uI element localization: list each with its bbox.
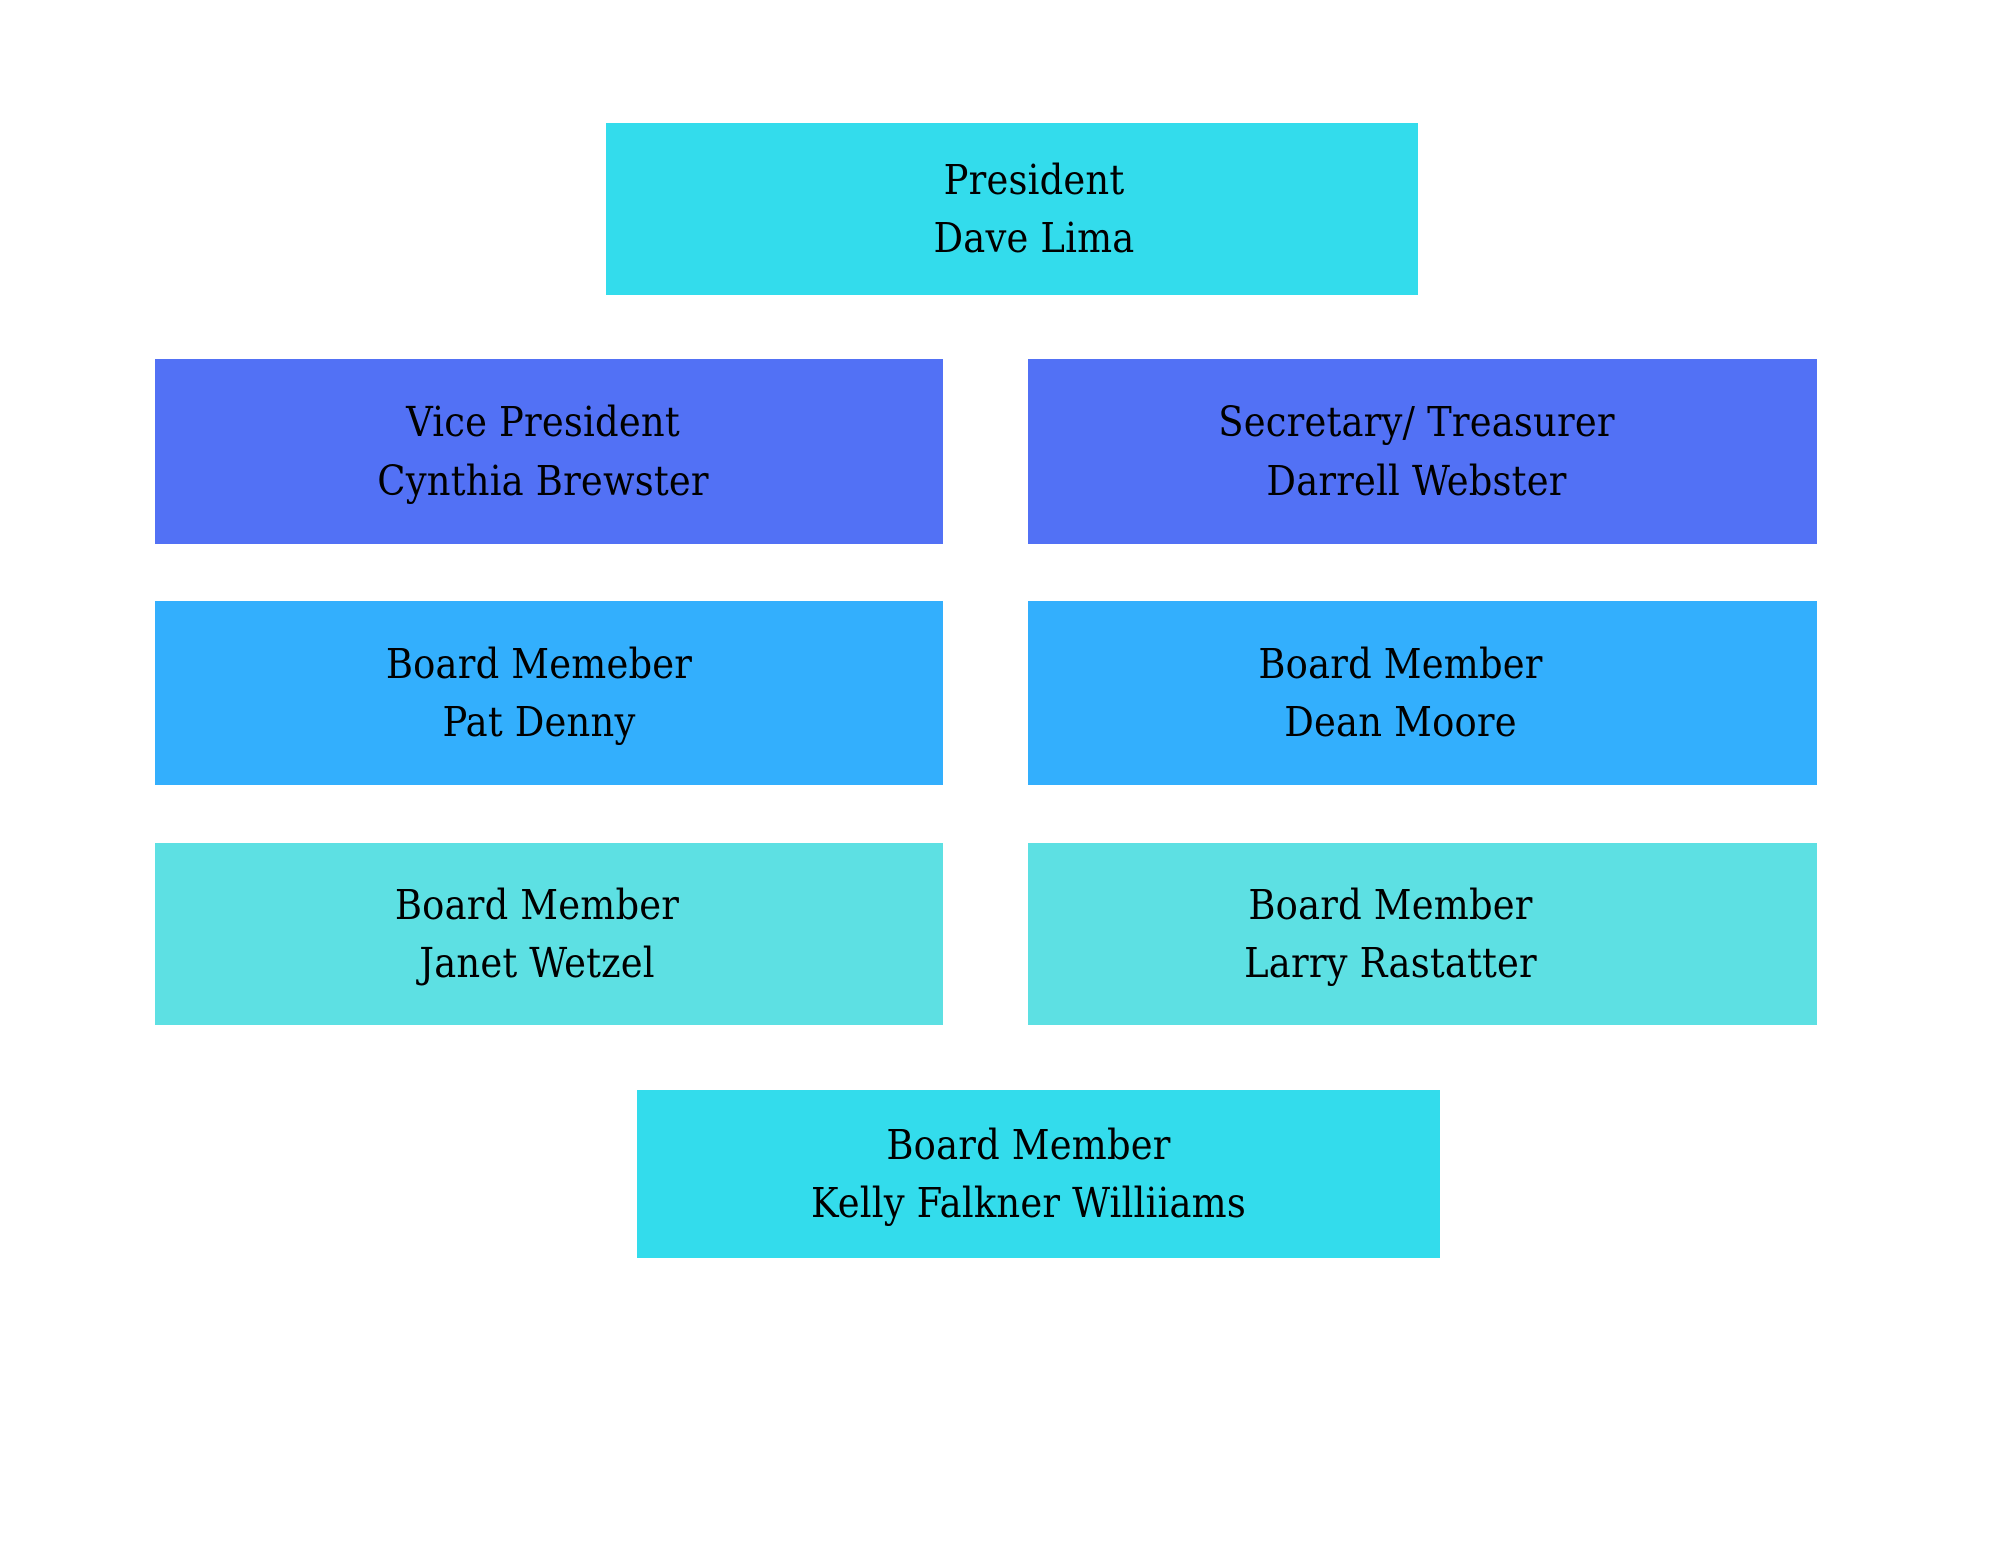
- org-node-text: Secretary/ Treasurer Darrell Webster: [1218, 393, 1614, 509]
- org-node-title: Board Memeber: [385, 639, 693, 688]
- org-node-vice-president[interactable]: Vice President Cynthia Brewster: [155, 359, 943, 544]
- org-node-member-larry-rastatter[interactable]: Board Member Larry Rastatter: [1028, 843, 1817, 1025]
- org-node-title: Board Member: [1258, 639, 1543, 688]
- org-node-member-pat-denny[interactable]: Board Memeber Pat Denny: [155, 601, 943, 785]
- org-node-name: Pat Denny: [442, 698, 636, 746]
- org-node-title: Board Member: [886, 1120, 1171, 1169]
- org-node-secretary-treasurer[interactable]: Secretary/ Treasurer Darrell Webster: [1028, 359, 1817, 544]
- org-node-member-kelly-falkner-williiams[interactable]: Board Member Kelly Falkner Williiams: [637, 1090, 1440, 1258]
- org-node-text: Board Member Janet Wetzel: [395, 876, 679, 992]
- org-node-name: Kelly Falkner Williiams: [811, 1179, 1246, 1227]
- org-node-text: Board Member Kelly Falkner Williiams: [811, 1116, 1246, 1232]
- org-node-title: Secretary/ Treasurer: [1218, 398, 1615, 447]
- org-node-name: Janet Wetzel: [419, 939, 655, 987]
- org-node-text: Board Member Dean Moore: [1258, 635, 1542, 751]
- org-node-title: Vice President: [406, 398, 680, 447]
- org-node-name: Cynthia Brewster: [377, 456, 709, 505]
- org-node-text: Board Member Larry Rastatter: [1244, 876, 1537, 992]
- org-node-member-janet-wetzel[interactable]: Board Member Janet Wetzel: [155, 843, 943, 1025]
- org-node-title: Board Member: [1248, 880, 1533, 929]
- org-node-name: Darrell Webster: [1266, 456, 1567, 505]
- org-node-president[interactable]: President Dave Lima: [606, 123, 1418, 295]
- org-node-name: Dave Lima: [933, 214, 1135, 262]
- org-node-title: President: [943, 155, 1125, 204]
- org-node-text: Board Memeber Pat Denny: [386, 635, 692, 751]
- org-node-member-dean-moore[interactable]: Board Member Dean Moore: [1028, 601, 1817, 785]
- org-node-text: President Dave Lima: [934, 151, 1135, 267]
- org-node-text: Vice President Cynthia Brewster: [377, 393, 708, 509]
- org-node-name: Larry Rastatter: [1244, 939, 1537, 987]
- org-node-title: Board Member: [394, 880, 680, 929]
- org-node-name: Dean Moore: [1284, 698, 1517, 746]
